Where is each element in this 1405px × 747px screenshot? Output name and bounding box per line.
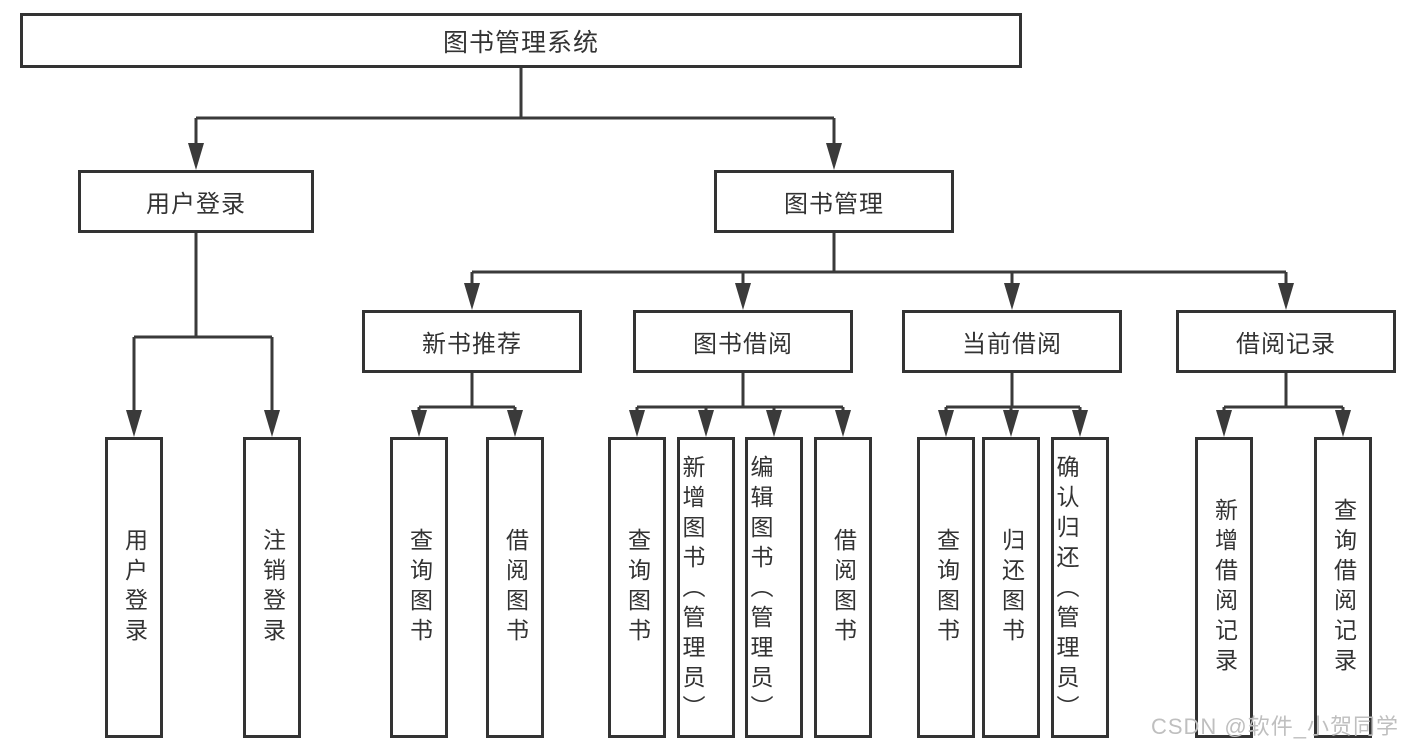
node-current-borrow: 当前借阅 [902,310,1122,373]
node-label: 当前借阅 [962,331,1062,358]
leaf-label: 借阅图书 [830,527,857,648]
leaf-label: 借阅图书 [502,527,529,648]
leaf-confirm-return-admin: 确认归还（管理员） [1051,437,1109,738]
node-new-book-recommend: 新书推荐 [362,310,582,373]
csdn-watermark: CSDN @软件_小贺同学 [1150,714,1399,739]
leaf-edit-books-admin: 编辑图书（管理员） [745,437,803,738]
node-borrow-records: 借阅记录 [1176,310,1396,373]
node-label: 新书推荐 [422,331,522,358]
node-label: 图书借阅 [693,331,793,358]
leaf-label: 新增借阅记录 [1211,497,1238,678]
node-user-login: 用户登录 [78,170,314,233]
leaf-label: 查询图书 [624,527,651,648]
leaf-label: 用户登录 [121,527,148,648]
leaf-query-books-recommend: 查询图书 [390,437,448,738]
node-library-management-system: 图书管理系统 [20,13,1022,68]
leaf-query-borrow-record: 查询借阅记录 [1314,437,1372,738]
node-book-management: 图书管理 [714,170,954,233]
leaf-logout: 注销登录 [243,437,301,738]
leaf-label: 查询图书 [406,527,433,648]
leaf-label: 归还图书 [998,527,1025,648]
leaf-label: 注销登录 [259,527,286,648]
leaf-return-books: 归还图书 [982,437,1040,738]
leaf-query-books-current: 查询图书 [917,437,975,738]
leaf-label: 查询借阅记录 [1330,497,1357,678]
leaf-label: 确认归还（管理员） [1053,455,1079,725]
node-label: 用户登录 [146,191,246,218]
leaf-query-books-borrow: 查询图书 [608,437,666,738]
node-label: 借阅记录 [1236,331,1336,358]
leaf-label: 新增图书（管理员） [679,455,705,725]
leaf-label: 编辑图书（管理员） [747,455,773,725]
leaf-add-books-admin: 新增图书（管理员） [677,437,735,738]
leaf-add-borrow-record: 新增借阅记录 [1195,437,1253,738]
leaf-user-login: 用户登录 [105,437,163,738]
node-label: 图书管理 [784,191,884,218]
node-label: 图书管理系统 [442,28,599,57]
node-book-borrow: 图书借阅 [633,310,853,373]
leaf-label: 查询图书 [933,527,960,648]
leaf-borrow-books-recommend: 借阅图书 [486,437,544,738]
leaf-borrow-books: 借阅图书 [814,437,872,738]
